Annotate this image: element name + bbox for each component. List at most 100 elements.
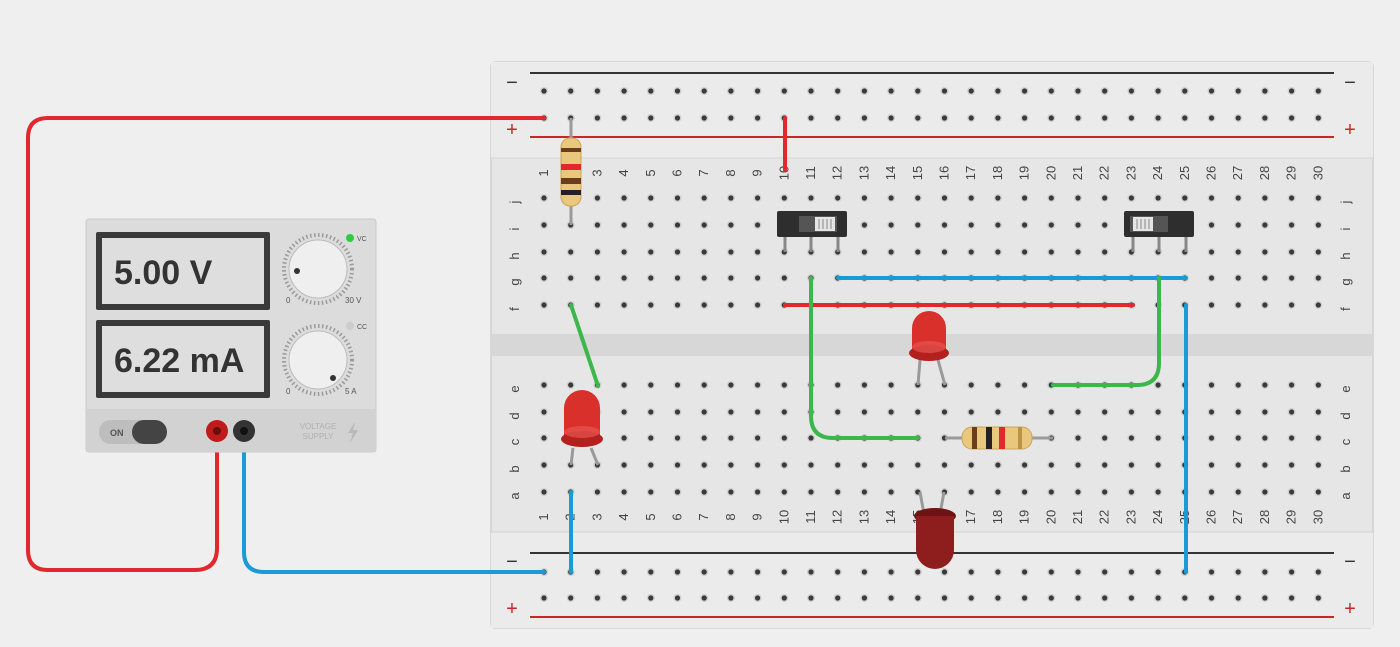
breadboard-hole[interactable]: [753, 461, 762, 469]
breadboard-hole[interactable]: [726, 488, 735, 496]
breadboard-hole[interactable]: [1020, 408, 1029, 416]
breadboard-hole[interactable]: [593, 194, 602, 202]
breadboard-hole[interactable]: [1260, 408, 1269, 416]
breadboard-hole[interactable]: [940, 248, 949, 256]
breadboard-hole[interactable]: [673, 594, 682, 602]
breadboard-hole[interactable]: [620, 594, 629, 602]
breadboard-hole[interactable]: [1047, 408, 1056, 416]
breadboard-hole[interactable]: [807, 434, 815, 442]
breadboard-hole[interactable]: [1127, 114, 1136, 122]
breadboard-hole[interactable]: [1154, 488, 1163, 496]
breadboard-hole[interactable]: [566, 594, 575, 602]
current-knob[interactable]: [282, 324, 354, 396]
breadboard-hole[interactable]: [1074, 568, 1082, 576]
breadboard-hole[interactable]: [1127, 408, 1136, 416]
breadboard-hole[interactable]: [1314, 434, 1323, 442]
breadboard-hole[interactable]: [1100, 568, 1109, 576]
breadboard-hole[interactable]: [1180, 114, 1189, 122]
breadboard-hole[interactable]: [1207, 301, 1216, 309]
breadboard-hole[interactable]: [1047, 194, 1056, 202]
breadboard-hole[interactable]: [1287, 381, 1296, 389]
breadboard-hole[interactable]: [1020, 461, 1029, 469]
breadboard-hole[interactable]: [1207, 408, 1216, 416]
breadboard-hole[interactable]: [913, 461, 922, 469]
breadboard-hole[interactable]: [1260, 248, 1269, 256]
breadboard-hole[interactable]: [967, 408, 976, 416]
breadboard-hole[interactable]: [540, 274, 548, 282]
supply-negative-wire[interactable]: [242, 429, 546, 574]
breadboard-hole[interactable]: [620, 461, 629, 469]
breadboard-hole[interactable]: [833, 594, 842, 602]
breadboard-hole[interactable]: [1207, 488, 1216, 496]
breadboard-hole[interactable]: [1100, 408, 1109, 416]
breadboard-hole[interactable]: [1287, 408, 1296, 416]
breadboard-hole[interactable]: [540, 87, 548, 95]
breadboard-hole[interactable]: [967, 594, 976, 602]
breadboard-hole[interactable]: [913, 221, 922, 229]
voltage-knob[interactable]: [282, 233, 354, 305]
breadboard-hole[interactable]: [753, 568, 762, 576]
breadboard-hole[interactable]: [993, 248, 1002, 256]
breadboard-hole[interactable]: [593, 488, 602, 496]
breadboard-hole[interactable]: [726, 568, 735, 576]
breadboard-hole[interactable]: [1234, 301, 1243, 309]
breadboard-hole[interactable]: [1154, 87, 1163, 95]
breadboard-hole[interactable]: [1020, 488, 1029, 496]
breadboard-hole[interactable]: [1287, 301, 1296, 309]
breadboard-hole[interactable]: [1047, 568, 1056, 576]
breadboard-hole[interactable]: [940, 194, 949, 202]
breadboard-hole[interactable]: [646, 87, 655, 95]
breadboard-hole[interactable]: [1260, 194, 1269, 202]
breadboard-hole[interactable]: [860, 568, 869, 576]
breadboard-hole[interactable]: [1127, 461, 1136, 469]
breadboard-hole[interactable]: [1234, 568, 1243, 576]
breadboard-hole[interactable]: [1100, 114, 1109, 122]
breadboard-hole[interactable]: [993, 568, 1002, 576]
breadboard-hole[interactable]: [913, 114, 922, 122]
breadboard-hole[interactable]: [1020, 381, 1029, 389]
breadboard-hole[interactable]: [1314, 461, 1323, 469]
breadboard-hole[interactable]: [1314, 381, 1323, 389]
breadboard-hole[interactable]: [593, 114, 602, 122]
breadboard-hole[interactable]: [700, 488, 709, 496]
breadboard-hole[interactable]: [1314, 408, 1323, 416]
breadboard-hole[interactable]: [1314, 274, 1323, 282]
breadboard-hole[interactable]: [807, 594, 815, 602]
breadboard-hole[interactable]: [887, 568, 896, 576]
breadboard-hole[interactable]: [700, 114, 709, 122]
breadboard-hole[interactable]: [1074, 434, 1082, 442]
resistor[interactable]: [945, 426, 1053, 450]
breadboard-hole[interactable]: [967, 381, 976, 389]
breadboard-hole[interactable]: [1074, 221, 1082, 229]
voltage-supply[interactable]: 5.00 V 6.22 mA 0 30 V VC 0 5 A CC ON: [85, 218, 377, 453]
breadboard-hole[interactable]: [1154, 408, 1163, 416]
breadboard-hole[interactable]: [1154, 434, 1163, 442]
breadboard-hole[interactable]: [646, 408, 655, 416]
breadboard-hole[interactable]: [1287, 274, 1296, 282]
breadboard-hole[interactable]: [1260, 221, 1269, 229]
breadboard-hole[interactable]: [940, 594, 949, 602]
breadboard-hole[interactable]: [1260, 594, 1269, 602]
breadboard-hole[interactable]: [1047, 594, 1056, 602]
breadboard-hole[interactable]: [1260, 434, 1269, 442]
breadboard-hole[interactable]: [967, 114, 976, 122]
breadboard-hole[interactable]: [620, 568, 629, 576]
breadboard-hole[interactable]: [673, 194, 682, 202]
green-jumper-wire[interactable]: [809, 276, 920, 440]
breadboard-hole[interactable]: [700, 194, 709, 202]
breadboard-hole[interactable]: [833, 87, 842, 95]
breadboard-hole[interactable]: [726, 434, 735, 442]
breadboard-hole[interactable]: [913, 248, 922, 256]
breadboard-hole[interactable]: [620, 274, 629, 282]
breadboard-hole[interactable]: [1314, 594, 1323, 602]
breadboard-hole[interactable]: [860, 381, 869, 389]
breadboard-hole[interactable]: [726, 221, 735, 229]
breadboard-hole[interactable]: [1260, 568, 1269, 576]
breadboard-hole[interactable]: [1260, 301, 1269, 309]
breadboard-hole[interactable]: [673, 248, 682, 256]
breadboard-hole[interactable]: [673, 87, 682, 95]
breadboard-hole[interactable]: [1127, 87, 1136, 95]
breadboard-hole[interactable]: [593, 301, 602, 309]
breadboard-hole[interactable]: [673, 408, 682, 416]
breadboard-hole[interactable]: [1314, 87, 1323, 95]
